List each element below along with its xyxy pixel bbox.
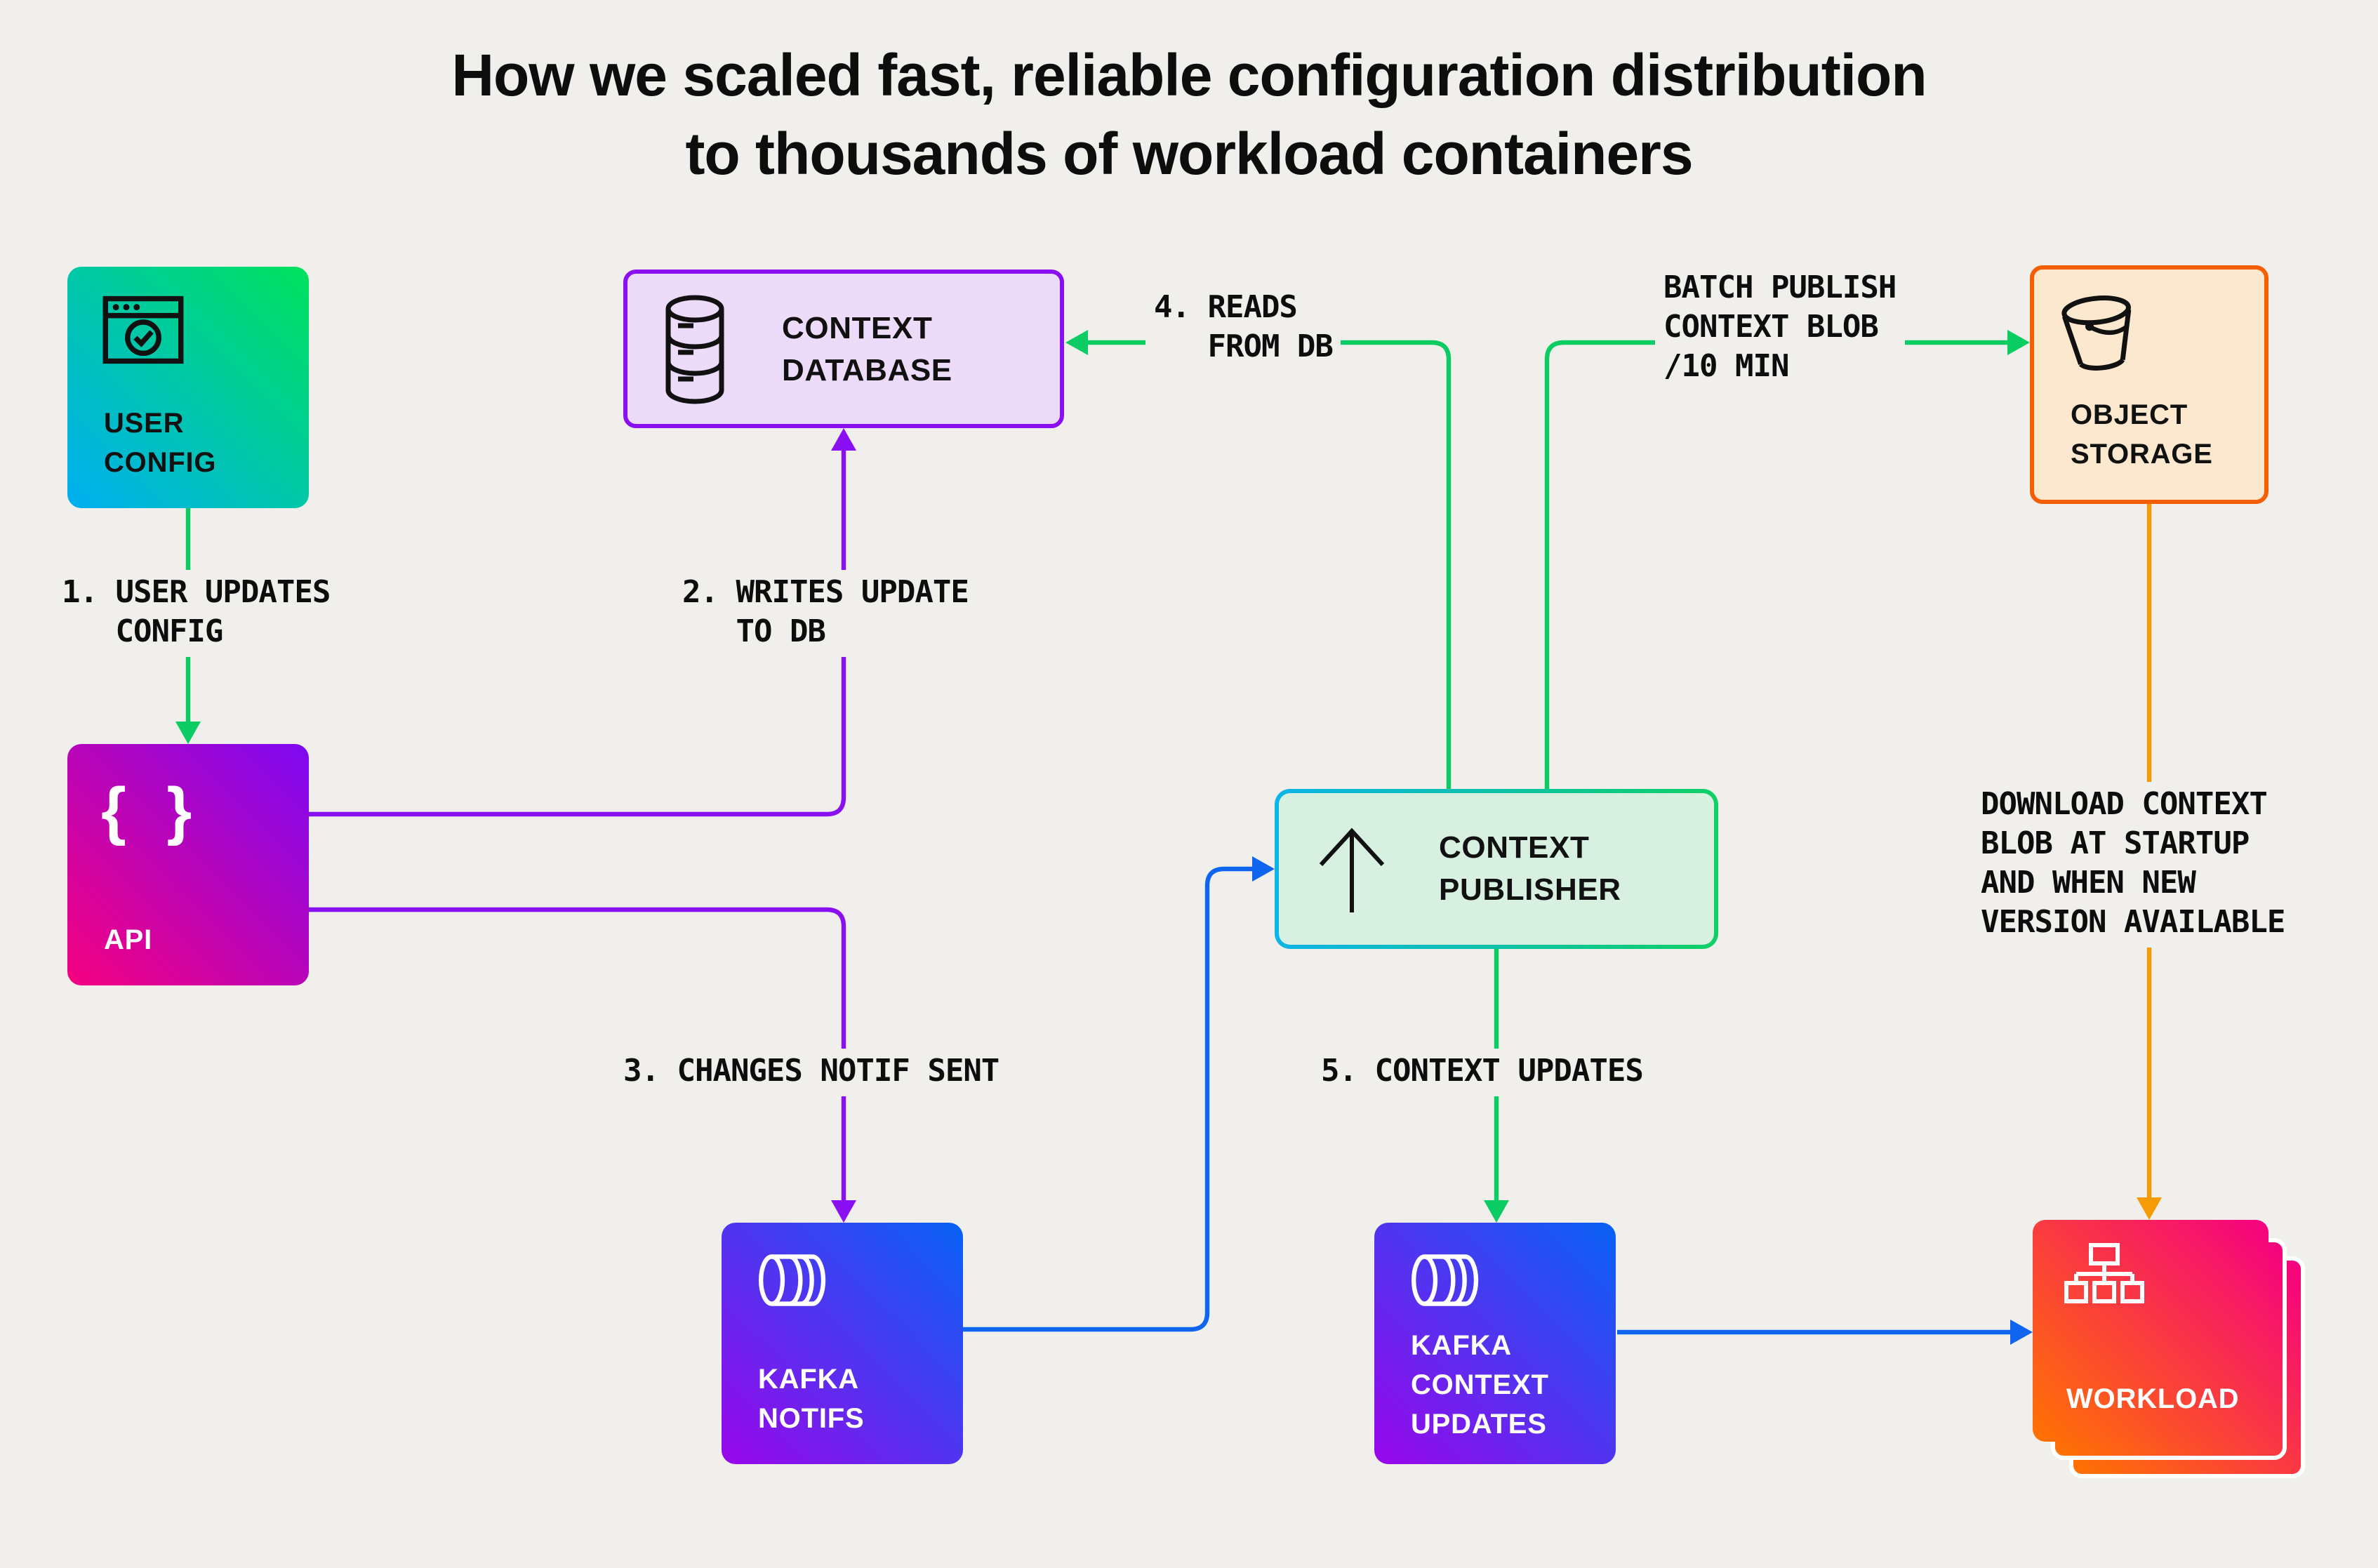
node-kafka-notifs: KAFKA NOTIFS xyxy=(722,1223,963,1464)
title-line-2: to thousands of workload containers xyxy=(685,121,1693,187)
step-5-label: 5. CONTEXT UPDATES xyxy=(1313,1049,1652,1096)
step-3-label: 3. CHANGES NOTIF SENT xyxy=(615,1049,1008,1096)
arrowhead-into-database-bottom xyxy=(831,428,856,451)
page-title: How we scaled fast, reliable configurati… xyxy=(0,36,2378,194)
database-icon xyxy=(665,294,724,404)
arrowhead-into-workload-top xyxy=(2137,1197,2162,1220)
bucket-icon xyxy=(2061,295,2132,371)
node-context-database: CONTEXT DATABASE xyxy=(623,270,1064,428)
edge-kafka-notifs-to-publisher xyxy=(963,866,1252,1332)
node-label-context-database: CONTEXT DATABASE xyxy=(782,310,952,387)
node-label-workload: WORKLOAD xyxy=(2066,1384,2240,1415)
arrowhead-into-api xyxy=(175,722,201,744)
node-kafka-context-updates: KAFKA CONTEXT UPDATES xyxy=(1374,1223,1616,1464)
arrowhead-into-database xyxy=(1065,330,1088,355)
node-label-object-storage: OBJECT STORAGE xyxy=(2071,400,2213,470)
kafka-topic-icon xyxy=(1411,1254,1479,1306)
node-user-config: USER CONFIG xyxy=(67,267,309,508)
batch-publish-label: BATCH PUBLISH CONTEXT BLOB /10 MIN xyxy=(1655,265,1905,392)
edge-publisher-to-database xyxy=(1088,340,1452,789)
arrow-up-icon xyxy=(1319,828,1385,912)
workload-card-front: WORKLOAD xyxy=(2033,1220,2269,1442)
sitemap-icon xyxy=(2064,1243,2144,1303)
node-context-publisher: CONTEXT PUBLISHER xyxy=(1275,789,1718,949)
arrowhead-into-publisher xyxy=(1252,856,1275,882)
step-1-label: 1. USER UPDATES CONFIG xyxy=(53,570,339,657)
edge-api-to-kafka-notifs xyxy=(309,907,846,1200)
node-label-kafka-notifs: KAFKA NOTIFS xyxy=(758,1364,865,1435)
purple-connectors xyxy=(309,428,856,1223)
edge-publisher-to-storage xyxy=(1544,340,2007,789)
browser-check-icon xyxy=(102,295,184,364)
step-2-label: 2. WRITES UPDATE TO DB xyxy=(674,570,977,657)
download-blob-label: DOWNLOAD CONTEXT BLOB AT STARTUP AND WHE… xyxy=(1972,782,2294,948)
green-connectors xyxy=(175,330,2030,1223)
node-api: { } API xyxy=(67,744,309,985)
node-object-storage: OBJECT STORAGE xyxy=(2030,265,2269,504)
arrowhead-into-workload-left xyxy=(2010,1320,2033,1345)
node-label-user-config: USER CONFIG xyxy=(104,408,217,479)
arrowhead-into-storage xyxy=(2007,330,2030,355)
node-label-kafka-context-updates: KAFKA CONTEXT UPDATES xyxy=(1411,1331,1549,1440)
blue-connectors xyxy=(963,856,2033,1345)
braces-icon: { } xyxy=(101,773,204,846)
edge-api-to-database xyxy=(309,451,846,817)
node-label-context-publisher: CONTEXT PUBLISHER xyxy=(1439,830,1621,907)
title-line-1: How we scaled fast, reliable configurati… xyxy=(451,42,1927,108)
arrowhead-into-kafka-updates xyxy=(1484,1200,1509,1223)
kafka-topic-icon xyxy=(758,1254,826,1306)
node-label-api: API xyxy=(104,925,153,956)
arrowhead-into-kafka-notifs xyxy=(831,1200,856,1223)
step-4-label: 4. READS FROM DB xyxy=(1145,285,1341,372)
